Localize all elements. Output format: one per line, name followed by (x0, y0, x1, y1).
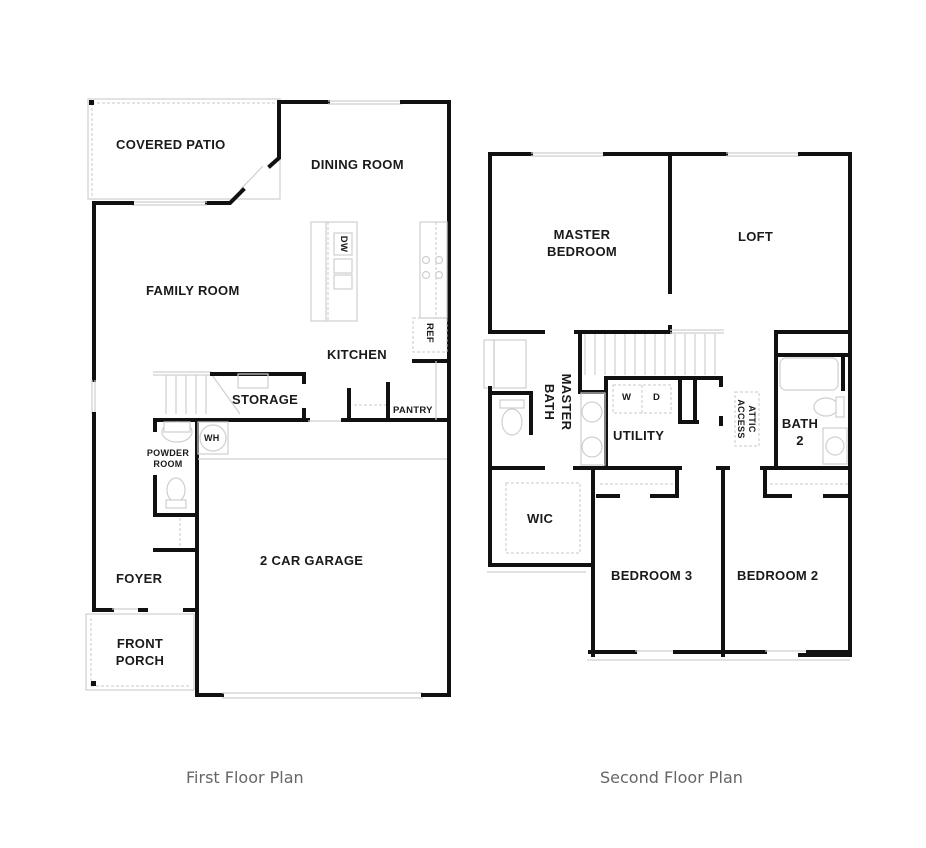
powder-room-line2: ROOM (153, 459, 183, 469)
master-bedroom-line1: MASTER (553, 227, 611, 242)
room-label-powder-room: POWDER ROOM (143, 448, 193, 470)
room-label-garage: 2 CAR GARAGE (260, 553, 364, 568)
room-label-master-bedroom: MASTER BEDROOM (540, 226, 624, 260)
second-floor-plan (483, 152, 852, 661)
powder-room-line1: POWDER (146, 448, 190, 458)
fixture-label-dryer: D (653, 392, 661, 403)
attic-access-line2: ACCESS (736, 399, 746, 439)
room-label-utility: UTILITY (613, 428, 665, 443)
room-label-loft: LOFT (738, 229, 774, 244)
master-bath-line1: MASTER (559, 373, 574, 431)
front-porch-line2: PORCH (115, 653, 165, 668)
room-label-water-heater: WH (204, 433, 220, 443)
room-label-kitchen: KITCHEN (327, 347, 387, 362)
room-label-wic: WIC (527, 511, 554, 526)
room-label-bath-2: BATH 2 (780, 415, 820, 449)
room-label-dining-room: DINING ROOM (311, 157, 404, 172)
fixture-label-dishwasher: DW (338, 235, 349, 253)
room-label-bedroom-3: BEDROOM 3 (611, 568, 693, 583)
master-bedroom-line2: BEDROOM (547, 244, 617, 259)
room-label-foyer: FOYER (116, 571, 163, 586)
attic-access-line1: ATTIC (747, 405, 757, 433)
bath-2-line1: BATH (781, 416, 819, 431)
room-label-front-porch: FRONT PORCH (108, 635, 172, 669)
room-label-pantry: PANTRY (393, 405, 433, 416)
room-label-attic-access: ATTIC ACCESS (735, 391, 757, 447)
second-floor-caption: Second Floor Plan (600, 768, 743, 787)
master-bath-line2: BATH (542, 383, 557, 421)
room-label-covered-patio: COVERED PATIO (116, 137, 226, 152)
front-porch-line1: FRONT (116, 636, 164, 651)
room-label-family-room: FAMILY ROOM (146, 283, 240, 298)
room-label-master-bath: MASTER BATH (541, 367, 575, 437)
room-label-bedroom-2: BEDROOM 2 (737, 568, 819, 583)
fixture-label-washer: W (622, 392, 632, 403)
first-floor-caption: First Floor Plan (186, 768, 304, 787)
bath-2-line2: 2 (796, 433, 804, 448)
room-label-storage: STORAGE (232, 392, 299, 407)
fixture-label-refrigerator: REF (424, 323, 435, 343)
first-floor-plan (85, 98, 451, 699)
